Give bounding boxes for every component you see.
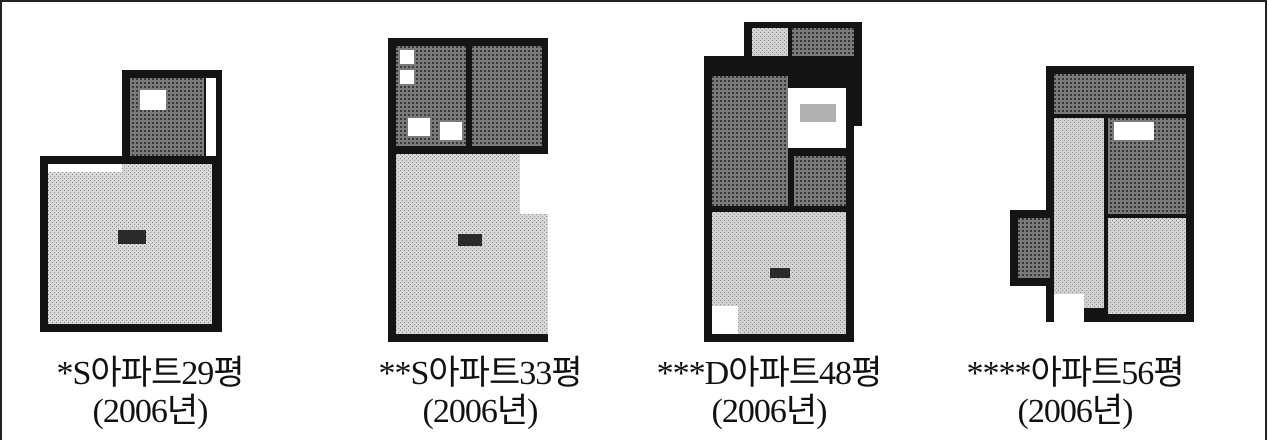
caption-plan-1: *S아파트29평 (2006년) <box>40 356 260 429</box>
plan-year-2: (2006년) <box>422 392 539 430</box>
caption-plan-2: **S아파트33평 (2006년) <box>360 356 600 429</box>
plan-year-4: (2006년) <box>1017 392 1134 430</box>
floor-plan-4 <box>1010 66 1194 322</box>
caption-plan-4: ****아파트56평 (2006년) <box>940 356 1210 429</box>
plan-name-2: **S아파트33평 <box>378 355 582 392</box>
floor-plan-3 <box>704 22 862 342</box>
floor-plan-1 <box>40 70 222 332</box>
plan-year-3: (2006년) <box>711 392 828 430</box>
caption-plan-3: ***D아파트48평 (2006년) <box>634 356 904 429</box>
plan-name-1: *S아파트29평 <box>56 355 244 392</box>
plan-name-3: ***D아파트48평 <box>656 355 883 392</box>
floor-plan-2 <box>388 38 548 342</box>
plan-year-1: (2006년) <box>92 392 209 430</box>
plan-name-4: ****아파트56평 <box>966 355 1184 392</box>
